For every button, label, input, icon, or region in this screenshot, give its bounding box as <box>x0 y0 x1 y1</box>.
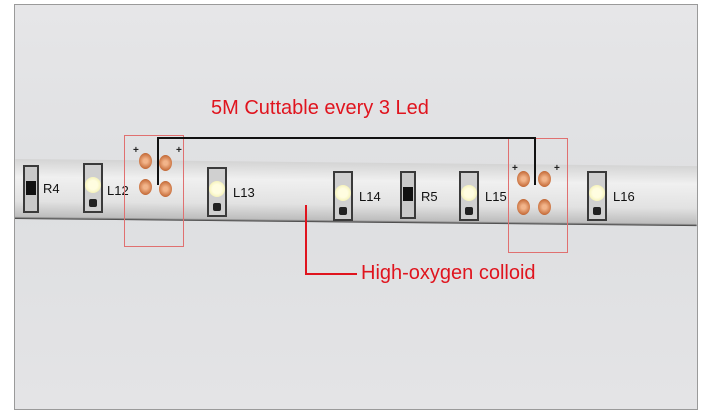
cut-span-bracket <box>157 137 536 185</box>
led-chip <box>83 163 103 213</box>
plus-sign: + <box>554 163 560 174</box>
colloid-annotation: High-oxygen colloid <box>361 262 536 284</box>
component-label: L13 <box>233 185 255 200</box>
plus-sign: + <box>133 145 139 156</box>
cuttable-annotation: 5M Cuttable every 3 Led <box>211 97 429 119</box>
resistor <box>23 165 39 213</box>
component-label: L15 <box>485 189 507 204</box>
plus-sign: + <box>176 145 182 156</box>
led-chip <box>333 171 353 221</box>
component-label: L16 <box>613 189 635 204</box>
solder-pads-left: + + <box>127 145 185 209</box>
plus-sign: + <box>512 163 518 174</box>
resistor <box>400 171 416 219</box>
cut-point-box-right <box>508 138 568 253</box>
product-photo: R4 L12 + + L13 L14 R5 L15 + + L16 5M Cut… <box>14 4 698 410</box>
component-label: L14 <box>359 189 381 204</box>
callout-line <box>305 205 307 273</box>
solder-pads-right: + + <box>510 163 568 227</box>
component-label: L12 <box>107 183 129 198</box>
cut-point-box-left <box>124 135 184 247</box>
component-label: R5 <box>421 189 438 204</box>
led-chip <box>459 171 479 221</box>
led-chip <box>587 171 607 221</box>
component-label: R4 <box>43 181 60 196</box>
callout-line <box>305 273 357 275</box>
led-chip <box>207 167 227 217</box>
